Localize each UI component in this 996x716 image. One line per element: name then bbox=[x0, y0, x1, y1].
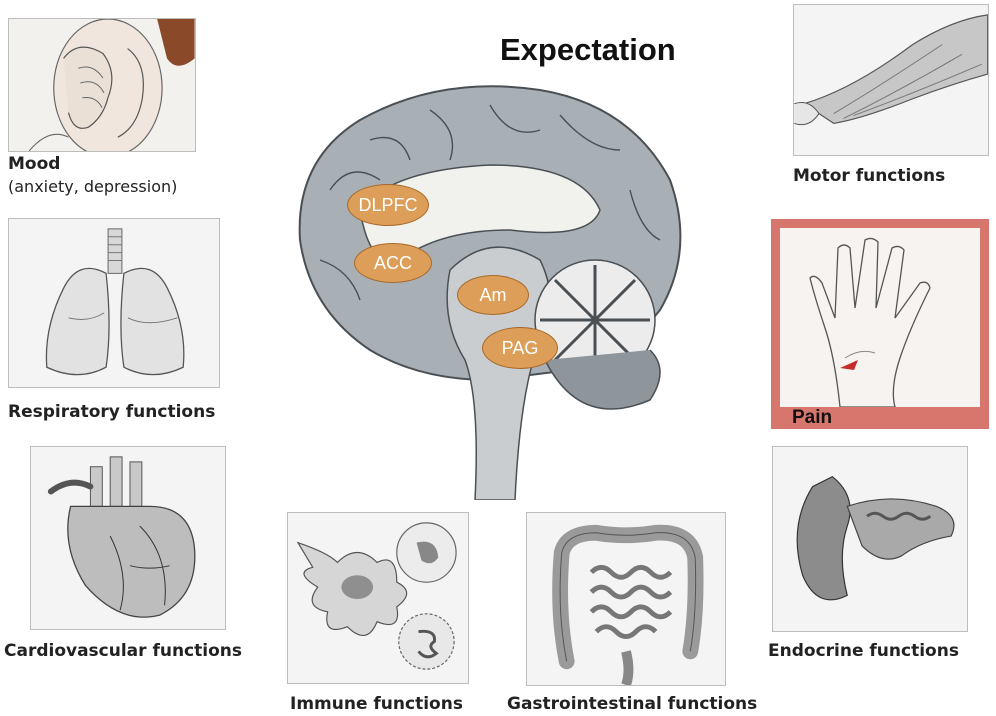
heart-illustration bbox=[30, 446, 226, 630]
mood-illustration bbox=[8, 18, 196, 152]
gastrointestinal-label: Gastrointestinal functions bbox=[507, 694, 758, 714]
immune-cells-illustration bbox=[287, 512, 469, 684]
kidney-pancreas-illustration bbox=[772, 446, 968, 632]
mood-label: Mood bbox=[8, 154, 61, 174]
region-dlpfc: DLPFC bbox=[347, 184, 429, 226]
endocrine-label: Endocrine functions bbox=[768, 641, 959, 661]
pain-label: Pain bbox=[792, 407, 833, 428]
immune-label: Immune functions bbox=[290, 694, 463, 714]
cardiovascular-label: Cardiovascular functions bbox=[4, 641, 242, 661]
diagram-title: Expectation bbox=[500, 32, 676, 67]
lungs-illustration bbox=[8, 218, 220, 388]
respiratory-label: Respiratory functions bbox=[8, 402, 216, 422]
region-am: Am bbox=[457, 275, 529, 315]
mood-sublabel: (anxiety, depression) bbox=[8, 177, 178, 196]
arm-muscles-illustration bbox=[793, 4, 989, 156]
motor-label: Motor functions bbox=[793, 166, 946, 186]
region-pag: PAG bbox=[482, 327, 558, 369]
pain-panel: Pain bbox=[771, 219, 989, 429]
hand-illustration bbox=[780, 228, 980, 407]
intestines-illustration bbox=[526, 512, 726, 686]
region-acc: ACC bbox=[354, 243, 432, 283]
brain-illustration bbox=[290, 70, 690, 500]
